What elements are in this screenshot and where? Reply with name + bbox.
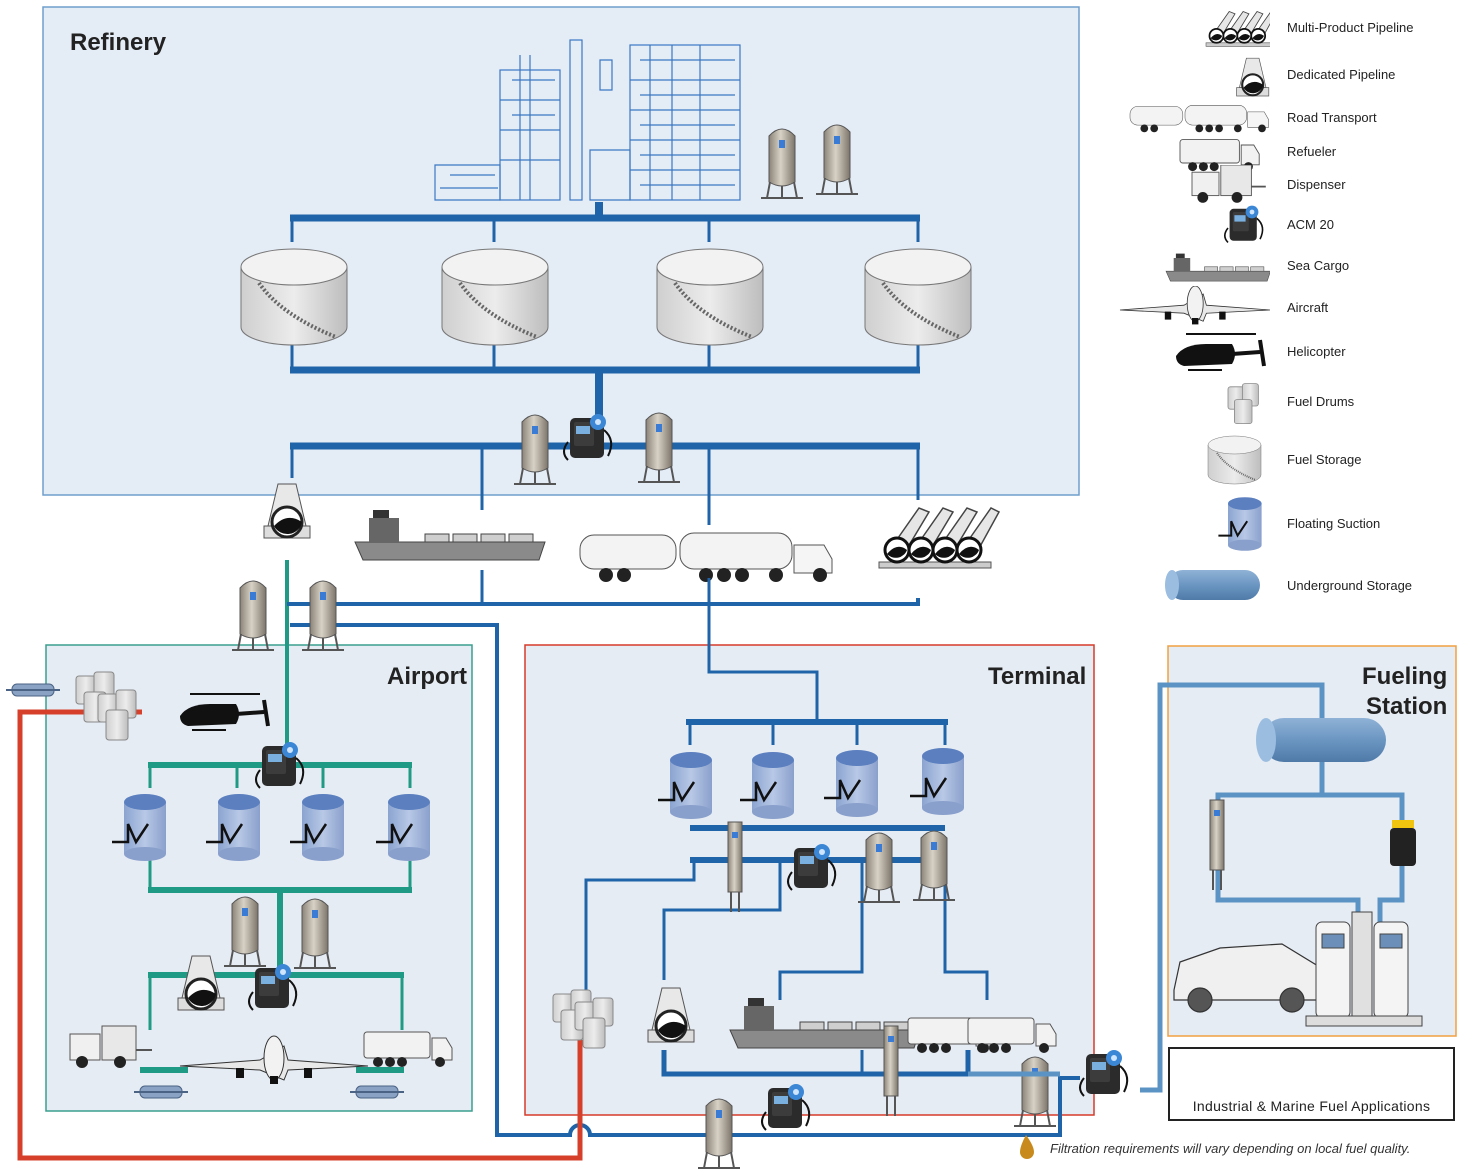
refinery-plant (434, 39, 741, 201)
fuel-storage-tank (239, 247, 349, 347)
station-piping (968, 682, 1405, 1093)
spin-on-filter (1390, 820, 1416, 866)
legend-item: Fuel Storage (1110, 432, 1467, 485)
industrial-marine-label: Industrial & Marine Fuel Applications (1192, 1098, 1431, 1114)
underground-storage-icon (1165, 570, 1260, 600)
legend-item: Sea Cargo (1110, 246, 1467, 286)
legend-item: ACM 20 (1110, 204, 1467, 244)
footnote: Filtration requirements will vary depend… (1050, 1141, 1411, 1156)
terminal-label: Terminal (988, 663, 1087, 690)
fuel-pump (1305, 911, 1423, 1027)
fueling-station-label: Fueling Station (1362, 663, 1448, 720)
legend-item: Multi-Product Pipeline (1110, 8, 1467, 48)
industrial-marine-box: Industrial & Marine Fuel Applications (1168, 1047, 1455, 1121)
hose-filter (349, 1085, 405, 1099)
dedicated-pipeline-icon (1235, 57, 1270, 98)
car (1173, 943, 1319, 1013)
fuel-storage-icon (1207, 435, 1262, 485)
aircraft-icon (1119, 286, 1270, 325)
hose-filter (5, 683, 61, 697)
legend-item: Dedicated Pipeline (1110, 52, 1467, 98)
airport-label: Airport (387, 663, 467, 690)
dispenser-icon (1191, 165, 1267, 204)
underground-storage-tank (1256, 718, 1386, 762)
sea-cargo-ship (354, 509, 546, 561)
fuel-storage-tank (863, 247, 973, 347)
legend-item: Road Transport (1110, 98, 1467, 138)
refinery-label: Refinery (70, 29, 167, 56)
refinery-piping (290, 202, 920, 525)
road-transport-truck (579, 532, 833, 583)
legend-item: Aircraft (1110, 286, 1467, 326)
legend-item: Floating Suction (1110, 494, 1467, 552)
oil-drop-icon (1020, 1135, 1034, 1159)
fuel-storage-tank (655, 247, 765, 347)
multi-product-pipeline-icon (1205, 10, 1270, 48)
legend-item: Refueler (1110, 132, 1467, 172)
legend-item: Helicopter (1110, 332, 1467, 372)
filter-vessel (301, 580, 345, 651)
helicopter-icon (1174, 332, 1266, 372)
legend-item: Underground Storage (1110, 566, 1467, 606)
floating-suction-icon (1217, 496, 1263, 552)
sea-cargo-icon (1165, 253, 1270, 282)
filter-vessel (231, 580, 275, 651)
acm20-icon (1224, 204, 1264, 244)
legend-item: Fuel Drums (1110, 382, 1467, 425)
multi-product-pipeline (877, 506, 1001, 570)
hose-filter (133, 1085, 189, 1099)
red-supply-line (17, 709, 583, 1161)
acm20-device (1079, 1049, 1129, 1097)
legend-item: Dispenser (1110, 165, 1467, 205)
legend: Multi-Product Pipeline Dedicated Pipelin… (1110, 0, 1467, 610)
fuel-drums-icon (1227, 383, 1259, 425)
fuel-storage-tank (440, 247, 550, 347)
